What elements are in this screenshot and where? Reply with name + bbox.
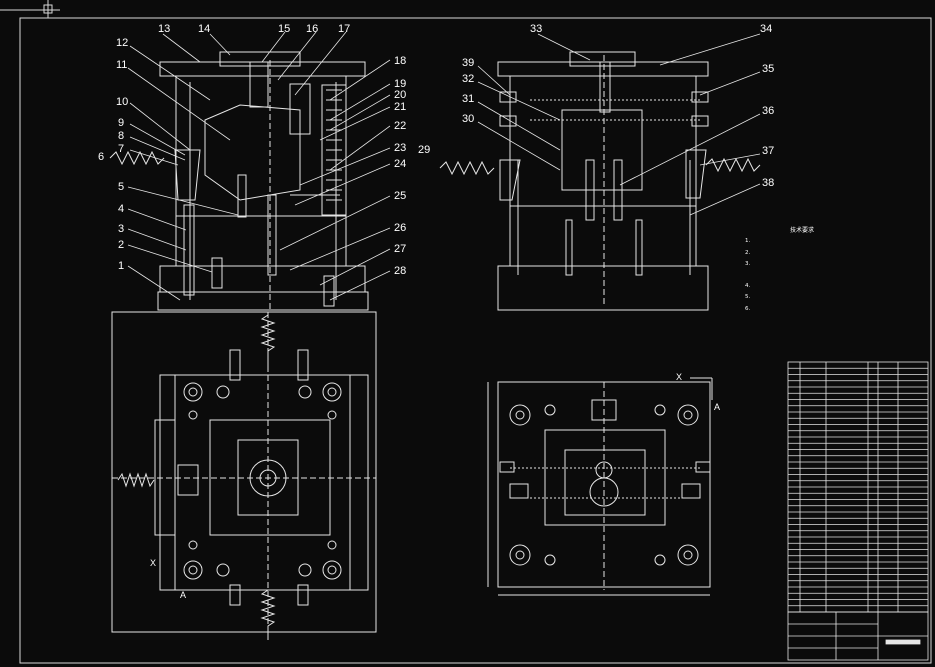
callout-24: 24: [394, 158, 406, 170]
callout-37: 37: [762, 145, 774, 157]
left-plan-view: [111, 311, 377, 640]
right-section-view: [439, 51, 761, 311]
left-callout-numbers: 13 14 15 16 17 12 11 10 9 8 7 6 5 4 3 2 …: [98, 23, 406, 277]
callout-19: 19: [394, 78, 406, 90]
callout-31: 31: [462, 93, 474, 105]
right-callouts: [477, 33, 761, 216]
callout-28: 28: [394, 265, 406, 277]
callout-11: 11: [116, 59, 127, 71]
callout-5: 5: [118, 181, 124, 193]
callout-22: 22: [394, 120, 406, 132]
callout-16: 16: [306, 23, 318, 35]
callout-9: 9: [118, 117, 124, 129]
callout-35: 35: [762, 63, 774, 75]
callout-21: 21: [394, 101, 406, 113]
mark-a-top: A: [714, 402, 720, 412]
callout-2: 2: [118, 239, 124, 251]
note-1: 1.: [745, 238, 750, 244]
callout-17: 17: [338, 23, 350, 35]
callout-14: 14: [198, 23, 210, 35]
mark-x-left: X: [150, 558, 156, 568]
callout-30: 30: [462, 113, 474, 125]
left-section-view: [109, 51, 369, 311]
right-plan-marks: X A: [676, 372, 720, 412]
callout-3: 3: [118, 223, 124, 235]
right-callout-numbers: 33 34 39 32 31 30 29 35 36 37 38: [418, 23, 774, 189]
callout-32: 32: [462, 73, 474, 85]
notes-title: 技术要求: [790, 226, 814, 234]
note-2: 2.: [745, 250, 750, 256]
mark-a-left: A: [180, 590, 186, 600]
callout-38: 38: [762, 177, 774, 189]
bom-table: [787, 361, 929, 661]
callout-4: 4: [118, 203, 124, 215]
callout-20: 20: [394, 89, 406, 101]
callout-8: 8: [118, 130, 124, 142]
mark-x-top: X: [676, 372, 682, 382]
right-plan-view: [487, 377, 713, 596]
note-4: 4.: [745, 283, 750, 289]
callout-33: 33: [530, 23, 542, 35]
left-plan-marks: X A: [150, 558, 186, 600]
callout-36: 36: [762, 105, 774, 117]
technical-notes: 技术要求 1. 2. 3. 4. 5. 6.: [745, 226, 814, 312]
callout-26: 26: [394, 222, 406, 234]
callout-12: 12: [116, 37, 128, 49]
callout-34: 34: [760, 23, 772, 35]
note-6: 6.: [745, 306, 750, 312]
callout-25: 25: [394, 190, 406, 202]
callout-29: 29: [418, 144, 430, 156]
callout-7: 7: [118, 143, 124, 155]
callout-13: 13: [158, 23, 170, 35]
callout-23: 23: [394, 142, 406, 154]
callout-18: 18: [394, 55, 406, 67]
callout-15: 15: [278, 23, 290, 35]
callout-39: 39: [462, 57, 474, 69]
callout-10: 10: [116, 96, 128, 108]
callout-6: 6: [98, 151, 104, 163]
left-callouts: [127, 31, 391, 301]
callout-1: 1: [118, 260, 124, 272]
note-5: 5.: [745, 294, 750, 300]
note-3: 3.: [745, 261, 750, 267]
callout-27: 27: [394, 243, 406, 255]
